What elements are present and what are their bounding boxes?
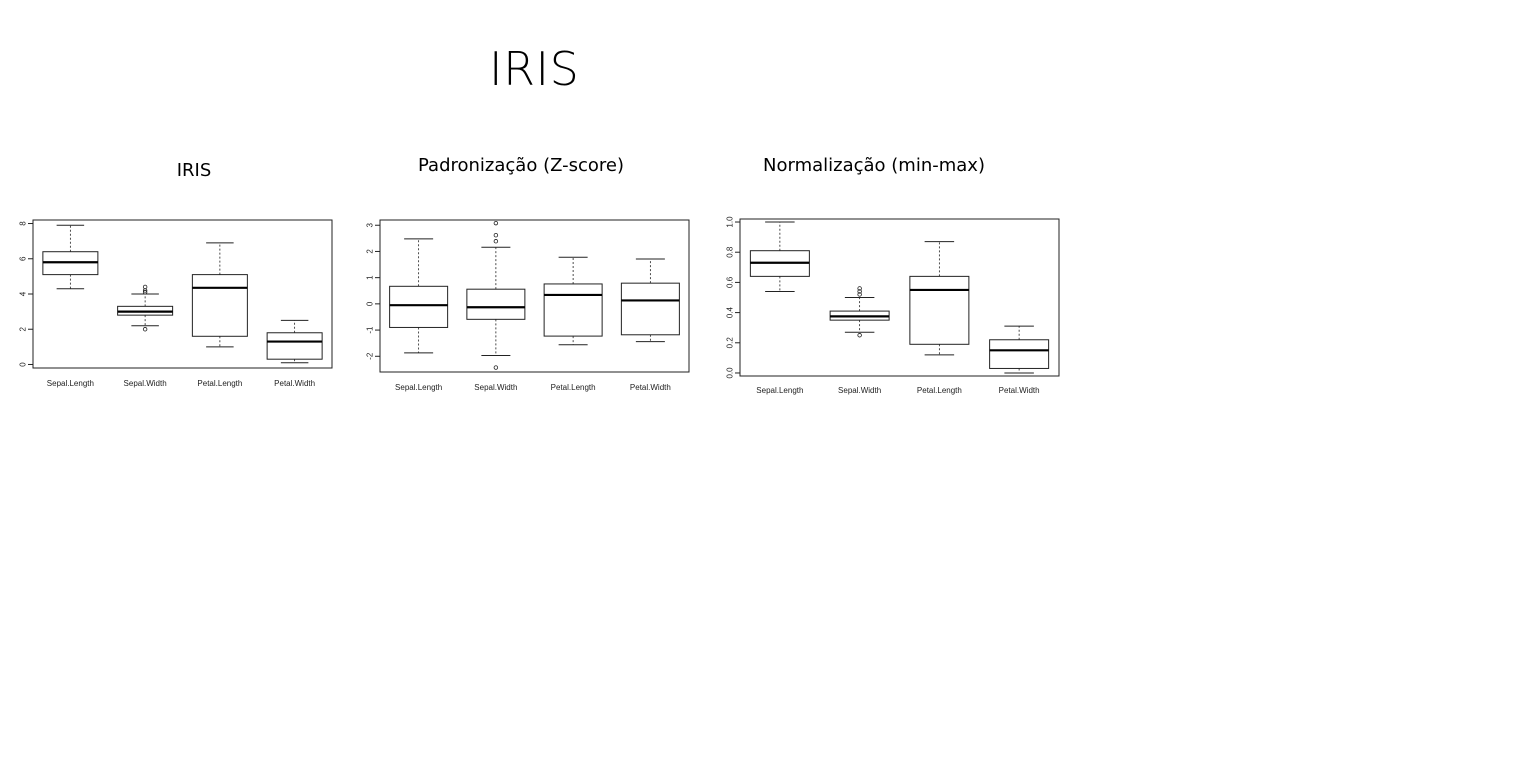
y-tick-label: 1 (366, 275, 375, 280)
outlier-point (493, 239, 499, 244)
x-tick-label: Petal.Width (999, 386, 1040, 395)
y-tick-label: 0 (19, 362, 28, 367)
x-tick-label: Sepal.Length (756, 386, 803, 395)
y-tick-label: 3 (366, 222, 375, 227)
y-tick-label: 0.4 (726, 306, 735, 318)
outlier-point (857, 333, 862, 338)
y-tick-label: 1.0 (726, 216, 735, 228)
x-tick-label: Sepal.Width (838, 386, 881, 395)
outlier-point (493, 365, 499, 370)
x-tick-label: Petal.Width (274, 379, 315, 388)
box-iqr (543, 283, 603, 337)
box-iqr (620, 282, 680, 336)
chart-title-iris: IRIS (176, 160, 212, 181)
box-iqr (989, 339, 1050, 369)
x-tick-label: Petal.Width (630, 383, 671, 392)
x-tick-label: Petal.Length (197, 379, 242, 388)
y-tick-label: 6 (19, 256, 28, 261)
y-tick-label: -2 (366, 352, 375, 360)
outlier-point (142, 284, 148, 290)
box-iqr (266, 332, 323, 360)
outlier-point (857, 292, 862, 297)
outlier-point (857, 286, 862, 291)
outlier-point (142, 327, 148, 332)
x-tick-label: Petal.Length (917, 386, 962, 395)
y-tick-label: 0 (366, 301, 375, 306)
box-iqr (389, 285, 449, 328)
y-tick-label: 8 (19, 221, 28, 226)
chart-title-zscore: Padronização (Z-score) (418, 155, 624, 176)
x-tick-label: Sepal.Width (124, 379, 167, 388)
outlier-point (142, 290, 148, 295)
plot-frame (379, 219, 690, 373)
box-iqr (191, 274, 248, 337)
x-tick-label: Petal.Length (551, 383, 596, 392)
box-iqr (909, 275, 970, 345)
slide-title: IRIS (489, 42, 580, 96)
outlier-point (493, 220, 499, 226)
y-tick-label: 0.8 (726, 246, 735, 258)
plot-frame (739, 218, 1060, 377)
x-tick-label: Sepal.Width (474, 383, 517, 392)
y-tick-label: 4 (19, 291, 28, 296)
y-tick-label: 0.2 (726, 337, 735, 349)
y-tick-label: 2 (366, 249, 375, 254)
y-tick-label: 0.0 (726, 367, 735, 379)
y-tick-label: 2 (19, 326, 28, 331)
chart-title-minmax: Normalização (min-max) (763, 155, 985, 176)
outlier-point (857, 289, 862, 294)
x-tick-label: Sepal.Length (47, 379, 94, 388)
y-tick-label: -1 (366, 326, 375, 334)
y-tick-label: 0.6 (726, 276, 735, 288)
box-iqr (466, 288, 526, 320)
outlier-point (493, 233, 499, 238)
x-tick-label: Sepal.Length (395, 383, 442, 392)
